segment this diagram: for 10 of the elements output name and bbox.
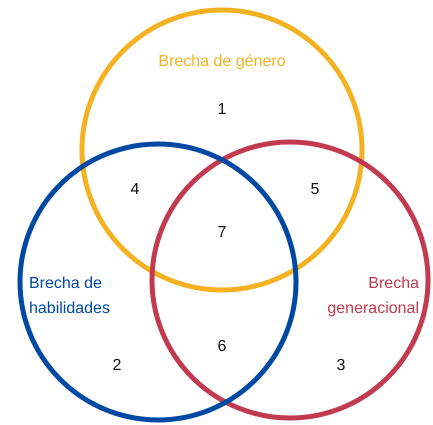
- region-number: 6: [216, 337, 228, 357]
- region-number: 3: [336, 356, 346, 376]
- region-number: 5: [310, 180, 320, 200]
- region-number: 7: [216, 223, 228, 243]
- set-label: Brecha de habilidades: [29, 274, 111, 319]
- set-label: Brecha generacional: [326, 274, 419, 319]
- region-number: 4: [130, 180, 140, 200]
- set-label: Brecha de género: [157, 52, 287, 72]
- region-number: 2: [112, 356, 122, 376]
- region-number: 1: [216, 100, 228, 120]
